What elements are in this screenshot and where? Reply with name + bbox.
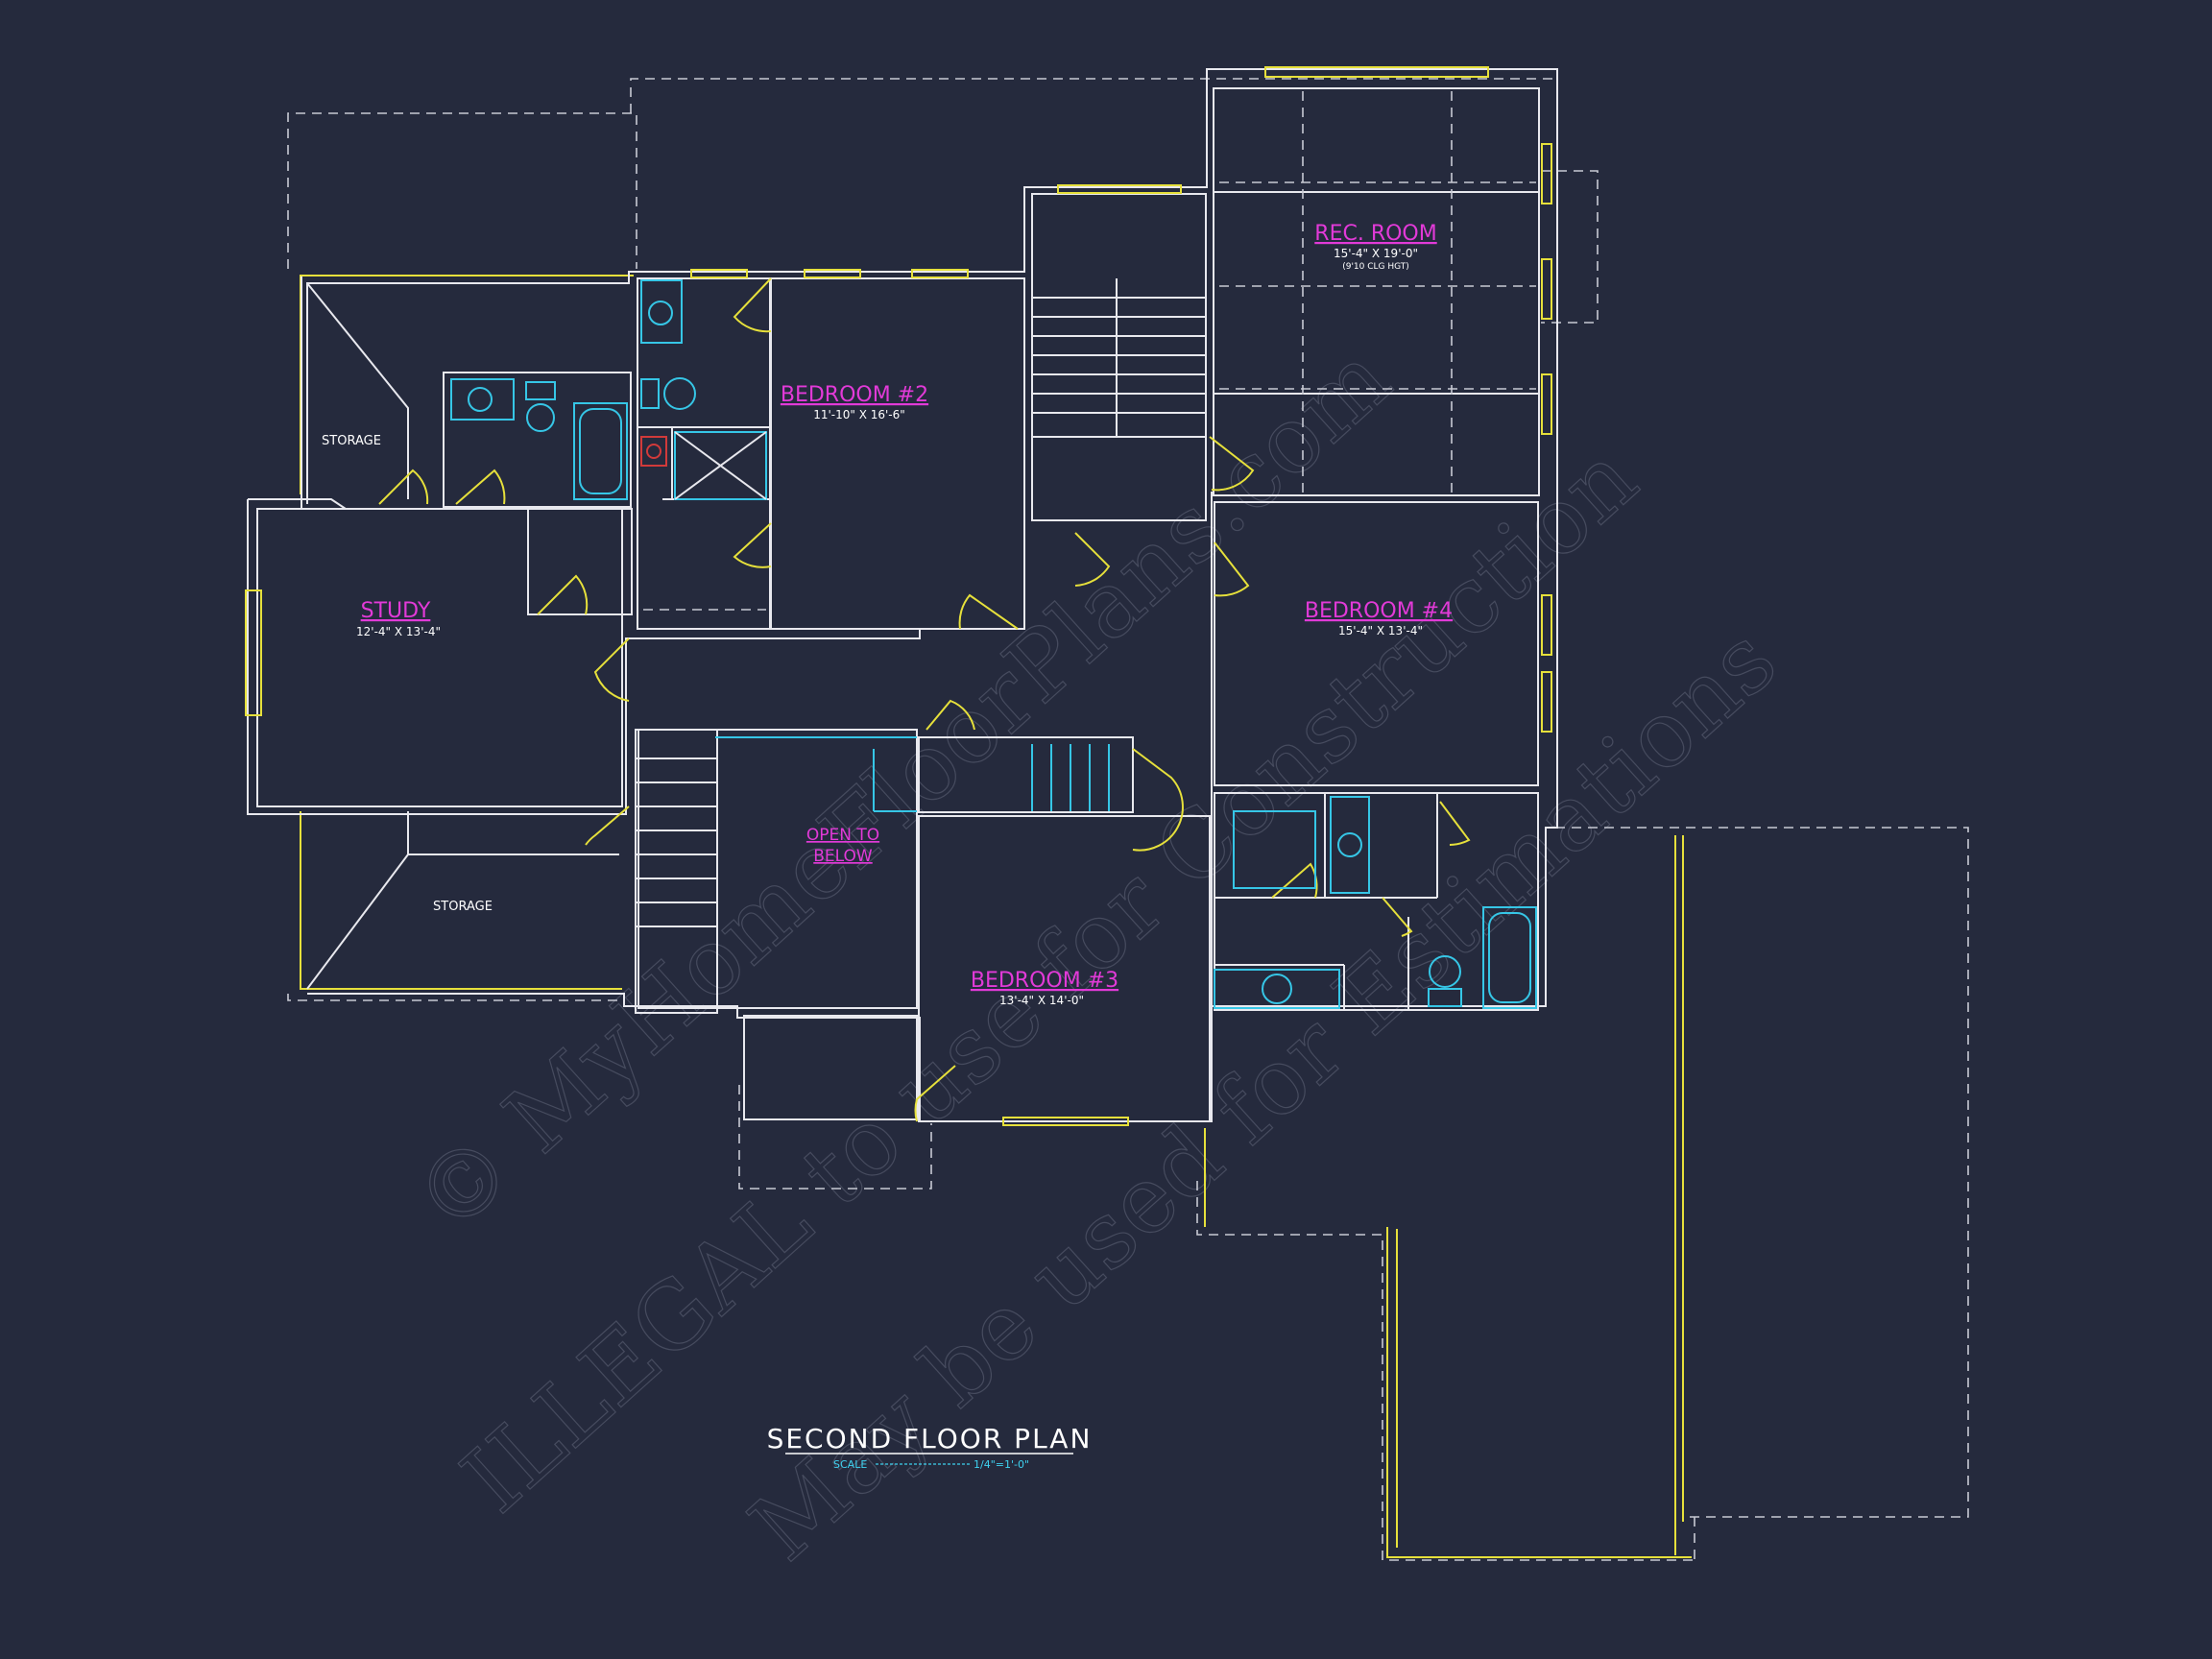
bedroom4-name: BEDROOM #4 — [1305, 599, 1453, 623]
bedroom3-name: BEDROOM #3 — [971, 969, 1118, 993]
stair-treads — [636, 278, 1206, 927]
bedroom3-dims: 13'-4" X 14'-0" — [999, 994, 1084, 1007]
scale-label: SCALE — [833, 1458, 867, 1471]
roof-outlines — [287, 78, 1969, 1561]
bedroom2-name: BEDROOM #2 — [781, 383, 928, 407]
plan-title: SECOND FLOOR PLAN — [767, 1423, 1093, 1455]
storage-top-label: STORAGE — [322, 434, 381, 448]
bedroom4-dims: 15'-4" X 13'-4" — [1338, 624, 1423, 637]
open-to-below-line2: BELOW — [813, 847, 873, 866]
rec-room-ceiling-note: (9'10 CLG HGT) — [1342, 262, 1409, 272]
study-name: STUDY — [361, 599, 431, 623]
watermark: © MyHomeFloorPlans.com ILLEGAL to use fo… — [394, 324, 1797, 1581]
walls — [247, 68, 1558, 1122]
room-labels: REC. ROOM 15'-4" X 19'-0" (9'10 CLG HGT)… — [322, 222, 1453, 1007]
rec-room-dims: 15'-4" X 19'-0" — [1334, 247, 1418, 260]
storage-bottom-label: STORAGE — [433, 900, 493, 914]
bedroom2-dims: 11'-10" X 16'-6" — [813, 408, 905, 421]
storage-hip-lines — [306, 282, 619, 990]
study-dims: 12'-4" X 13'-4" — [356, 625, 441, 638]
plan-title-block: SECOND FLOOR PLAN SCALE 1/4"=1'-0" — [767, 1423, 1093, 1471]
open-to-below-line1: OPEN TO — [806, 826, 879, 845]
rec-room-name: REC. ROOM — [1314, 222, 1436, 246]
plumbing-fixtures — [450, 279, 1537, 1009]
scale-value: 1/4"=1'-0" — [974, 1458, 1029, 1471]
windows — [245, 66, 1552, 1126]
exterior-yellow-walls — [300, 275, 1692, 1558]
